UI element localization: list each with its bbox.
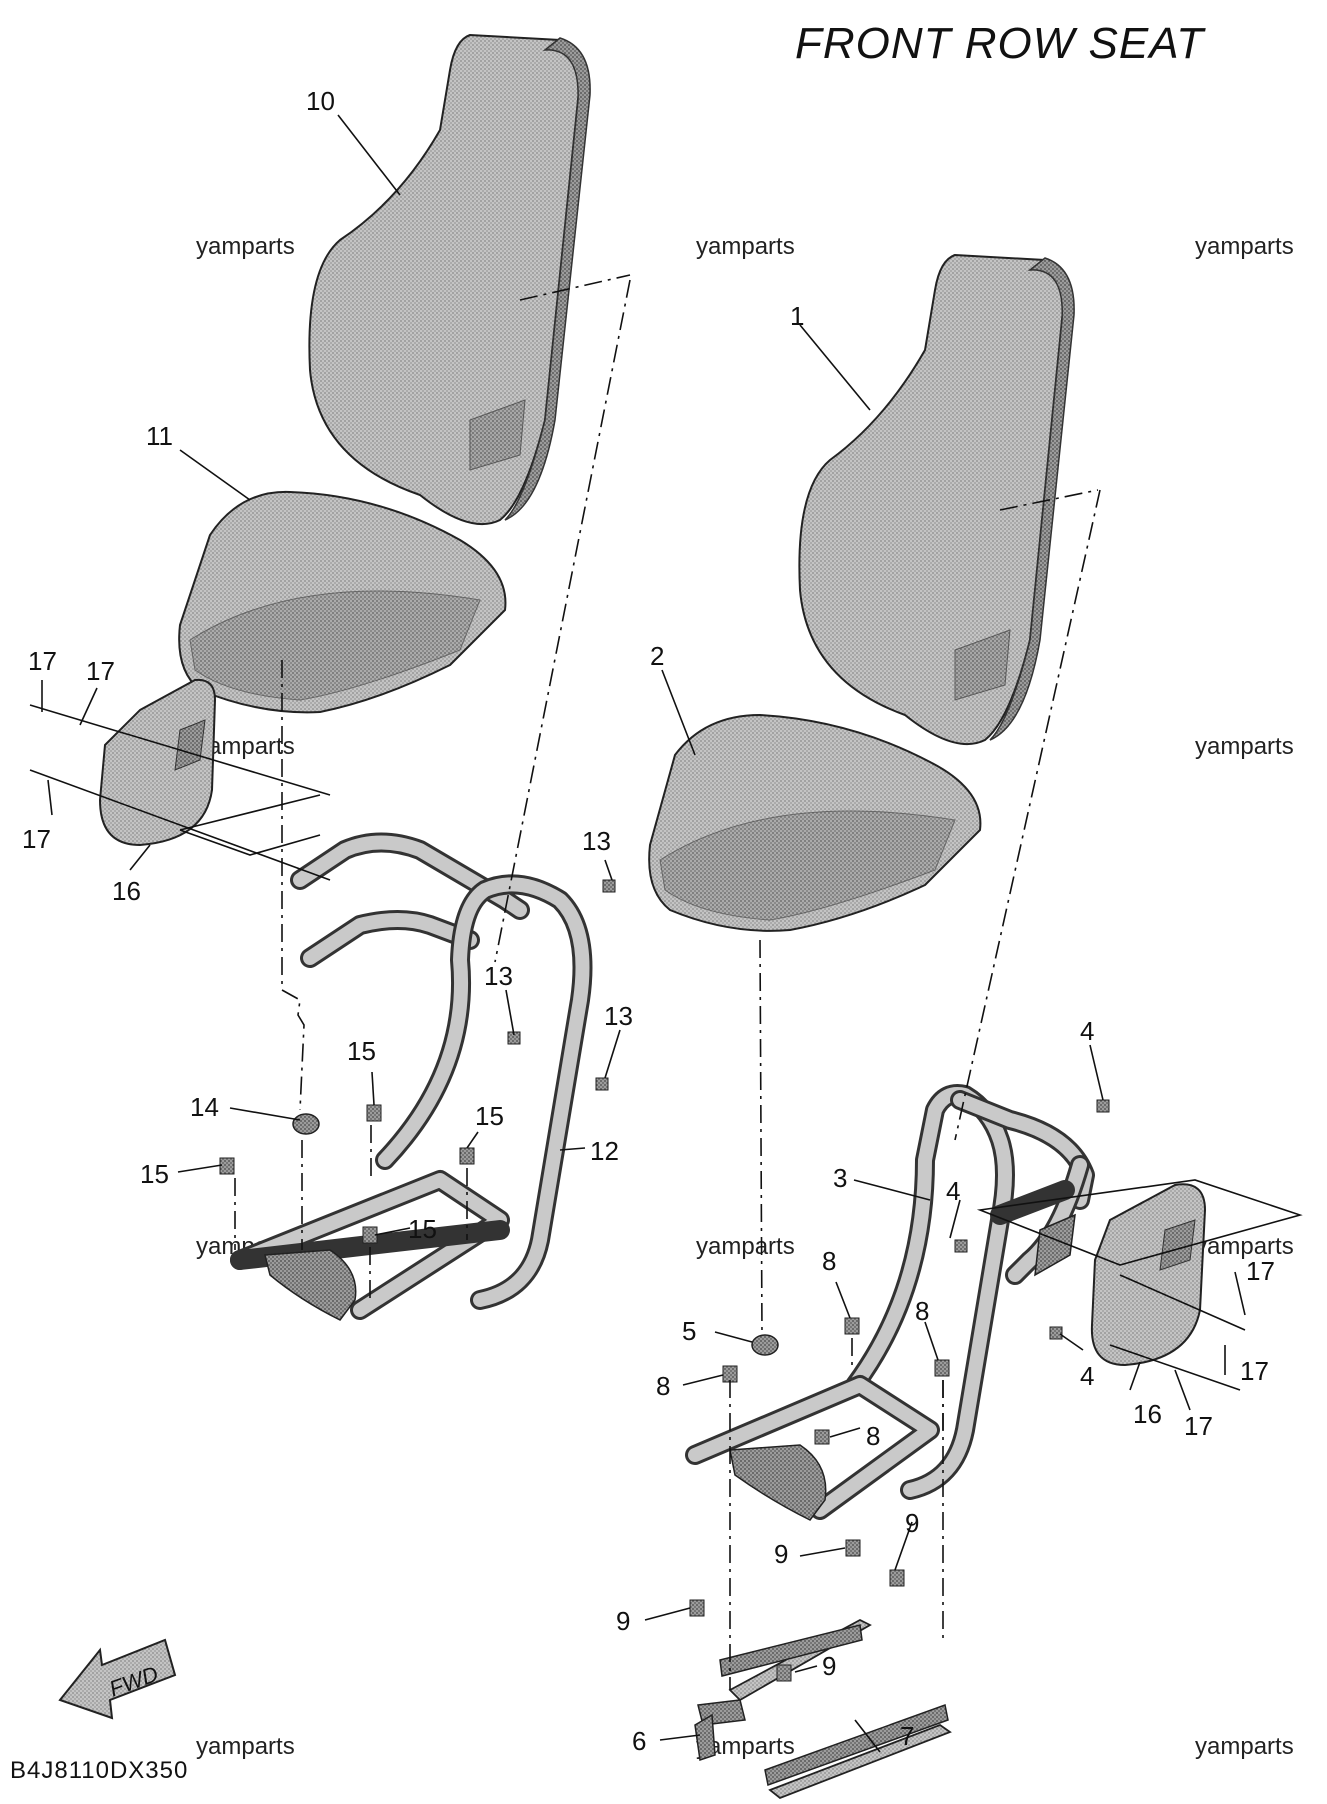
callout-13: 13 xyxy=(604,1001,633,1031)
seat-rails xyxy=(694,1618,952,1800)
watermark: yamparts xyxy=(696,1233,795,1260)
fwd-arrow-icon: FWD xyxy=(58,1638,177,1720)
callout-15: 15 xyxy=(475,1101,504,1131)
callout-4: 4 xyxy=(1080,1361,1094,1391)
callout-3: 3 xyxy=(833,1163,847,1193)
callouts: 10 11 17 17 17 16 13 13 13 15 15 14 15 1… xyxy=(22,86,1275,1756)
callout-17: 17 xyxy=(1240,1356,1269,1386)
right-hardware xyxy=(689,1099,1110,1682)
callout-8: 8 xyxy=(915,1296,929,1326)
callout-12: 12 xyxy=(590,1136,619,1166)
diagram-code: B4J8110DX350 xyxy=(10,1757,188,1784)
callout-8: 8 xyxy=(822,1246,836,1276)
left-cover-pins xyxy=(29,704,331,881)
callout-15: 15 xyxy=(408,1214,437,1244)
callout-17: 17 xyxy=(86,656,115,686)
left-bolt xyxy=(219,1157,235,1175)
callout-9: 9 xyxy=(774,1539,788,1569)
callout-17: 17 xyxy=(1184,1411,1213,1441)
watermark: yamparts xyxy=(196,1733,295,1760)
watermark: yamparts xyxy=(196,233,295,260)
callout-2: 2 xyxy=(650,641,664,671)
left-bolt xyxy=(366,1104,382,1122)
watermark: yamparts xyxy=(1195,733,1294,760)
left-seat-frame xyxy=(230,832,593,1321)
right-grommet xyxy=(751,1334,779,1356)
callout-7: 7 xyxy=(900,1721,914,1751)
left-grommet xyxy=(292,1113,320,1135)
watermark: yamparts xyxy=(1195,233,1294,260)
callout-leaders xyxy=(41,114,1246,1753)
right-seat-frame xyxy=(685,1084,1095,1521)
left-bolt xyxy=(459,1147,475,1165)
watermark: yamparts xyxy=(1195,1733,1294,1760)
right-seat-cushion xyxy=(648,713,982,932)
diagram-title: FRONT ROW SEAT xyxy=(795,19,1206,68)
callout-5: 5 xyxy=(682,1316,696,1346)
callout-1: 1 xyxy=(790,301,804,331)
callout-9: 9 xyxy=(822,1651,836,1681)
callout-6: 6 xyxy=(632,1726,646,1756)
right-nut xyxy=(1096,1099,1110,1113)
left-hardware xyxy=(219,879,616,1244)
left-nut xyxy=(602,879,616,893)
right-cover-pins xyxy=(976,1179,1303,1391)
left-nut xyxy=(595,1077,609,1091)
right-nut xyxy=(954,1239,968,1253)
assembly-lines xyxy=(234,274,1101,1690)
callout-15: 15 xyxy=(347,1036,376,1066)
callout-16: 16 xyxy=(1133,1399,1162,1429)
callout-9: 9 xyxy=(905,1508,919,1538)
callout-8: 8 xyxy=(656,1371,670,1401)
callout-17: 17 xyxy=(1246,1256,1275,1286)
left-seat-back xyxy=(308,33,591,526)
right-nut xyxy=(814,1429,830,1445)
right-seat-back xyxy=(798,253,1075,746)
watermark: yamparts xyxy=(1195,1233,1294,1260)
callout-15: 15 xyxy=(140,1159,169,1189)
callout-8: 8 xyxy=(866,1421,880,1451)
callout-11: 11 xyxy=(146,421,173,451)
callout-13: 13 xyxy=(484,961,513,991)
right-bolt xyxy=(845,1539,861,1557)
callout-16: 16 xyxy=(112,876,141,906)
right-bolt xyxy=(844,1317,860,1335)
right-bolt xyxy=(689,1599,705,1617)
callout-4: 4 xyxy=(946,1176,960,1206)
left-side-cover xyxy=(98,678,217,847)
left-bolt xyxy=(362,1226,378,1244)
right-bolt xyxy=(889,1569,905,1587)
right-bolt xyxy=(722,1365,738,1383)
watermark: yamparts xyxy=(696,233,795,260)
right-side-cover xyxy=(1090,1183,1207,1367)
callout-9: 9 xyxy=(616,1606,630,1636)
left-seat-cushion xyxy=(178,490,507,714)
right-nut xyxy=(1049,1326,1063,1340)
callout-17: 17 xyxy=(28,646,57,676)
right-bolt xyxy=(934,1359,950,1377)
callout-4: 4 xyxy=(1080,1016,1094,1046)
right-bolt xyxy=(776,1664,792,1682)
callout-10: 10 xyxy=(306,86,335,116)
callout-13: 13 xyxy=(582,826,611,856)
callout-17: 17 xyxy=(22,824,51,854)
callout-14: 14 xyxy=(190,1092,219,1122)
